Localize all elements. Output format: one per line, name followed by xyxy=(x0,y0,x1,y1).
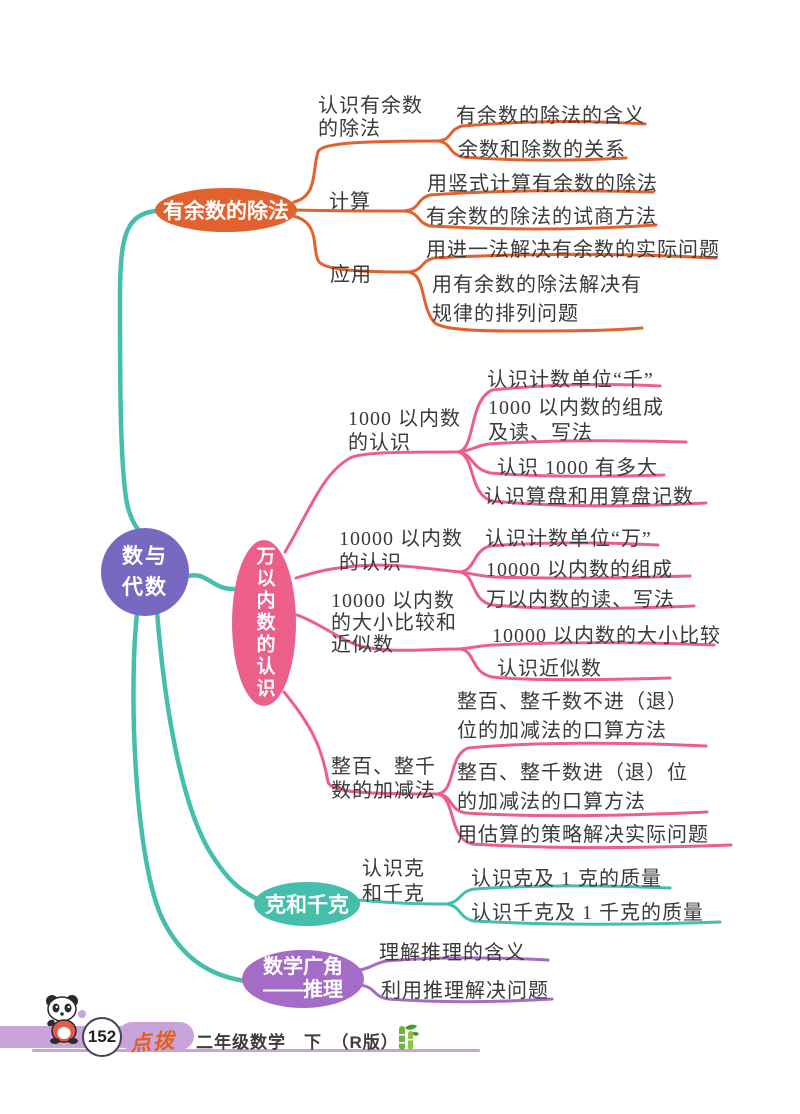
sub-node-recognize-gram-kilogram: 认识克 和千克 xyxy=(362,858,425,905)
book-info-text: 二年级数学 下 （R版） xyxy=(196,1033,399,1052)
branch-node-remainder-division: 有余数的除法 xyxy=(155,188,297,232)
leaf-kilogram-mass: 认识千克及 1 千克的质量 xyxy=(471,902,704,924)
underline-jiajian-1 xyxy=(436,741,708,796)
underline-bijiao-2 xyxy=(458,647,672,682)
underline-guangjiao-1 xyxy=(358,956,550,972)
underline-jiajian-3 xyxy=(436,792,733,849)
sub-node-compare-approximate: 10000 以内数 的大小比较和 近似数 xyxy=(331,590,457,656)
branch-node-gram-kilogram-label: 克和千克 xyxy=(265,894,349,917)
leaf-abacus-counting: 认识算盘和用算盘记数 xyxy=(484,486,694,508)
underline-renshike-1 xyxy=(444,884,672,906)
leaf-approximate-numbers: 认识近似数 xyxy=(497,658,602,680)
root-node-number-algebra: 数与 代数 xyxy=(101,528,189,616)
page-number-badge: 152 xyxy=(82,1017,122,1057)
footer-decor-dot-large xyxy=(78,1010,86,1018)
trunk-to-remainder xyxy=(117,208,158,537)
underline-qian-2 xyxy=(456,439,688,454)
sub-node-within-10000: 10000 以内数 的认识 xyxy=(339,528,463,574)
sub-node-recognize-remainder-division: 认识有余数 的除法 xyxy=(318,95,423,140)
trunk-to-guangjiao xyxy=(131,610,248,984)
stem-yingyong xyxy=(291,214,410,274)
leaf-composition-read-write-1000: 1000 以内数的组成 及读、写法 xyxy=(488,397,664,444)
underline-jisuan-2 xyxy=(402,209,658,231)
trunk-to-wanyinei xyxy=(182,573,237,592)
leaf-trial-quotient: 有余数的除法的试商方法 xyxy=(426,206,657,228)
leaf-how-big-1000: 认识 1000 有多大 xyxy=(497,457,658,479)
leaf-estimation-strategy: 用估算的策略解决实际问题 xyxy=(457,824,709,846)
stem-wan xyxy=(294,563,462,580)
root-node-label-line2: 代数 xyxy=(122,576,168,599)
underline-guangjiao-2 xyxy=(358,983,554,1004)
panda-mascot xyxy=(38,993,90,1050)
bamboo-icon xyxy=(394,1024,420,1057)
branch-node-math-angle-line2: ——推理 xyxy=(263,979,343,1001)
stem-qian xyxy=(283,450,460,554)
underline-jisuan-1 xyxy=(402,189,655,213)
leaf-carry-mental-math: 整百、整千数进（退）位 的加减法的口算方法 xyxy=(457,762,688,813)
leaf-size-comparison-10000: 10000 以内数的大小比较 xyxy=(492,625,721,647)
page-number: 152 xyxy=(87,1027,117,1046)
stem-jisuan xyxy=(294,208,406,213)
leaf-read-write-within-10000: 万以内数的读、写法 xyxy=(486,589,675,611)
underline-wan-1 xyxy=(458,541,660,574)
underline-yingyong-2 xyxy=(406,270,644,333)
stem-jiajian xyxy=(282,690,440,796)
leaf-counting-unit-thousand: 认识计数单位“千” xyxy=(487,369,654,391)
stem-bijiao xyxy=(295,613,462,652)
brand-logo: 点拨 xyxy=(129,1027,177,1056)
underline-renshi-1 xyxy=(436,120,647,143)
underline-wan-2 xyxy=(458,570,692,580)
underline-jiajian-2 xyxy=(436,792,709,818)
leaf-use-reasoning: 利用推理解决问题 xyxy=(381,980,549,1002)
stem-renshike xyxy=(356,898,448,906)
root-node-label-line1: 数与 xyxy=(122,545,168,568)
branch-node-gram-kilogram: 克和千克 xyxy=(254,882,360,926)
branch-node-math-angle-reasoning: 数学广角 ——推理 xyxy=(242,950,364,1008)
underline-qian-1 xyxy=(456,382,662,454)
branch-node-numbers-within-10000-label: 万以内数的认识 xyxy=(253,546,275,700)
underline-bijiao-1 xyxy=(458,641,716,651)
stem-renshi xyxy=(292,139,440,204)
branch-node-math-angle-line1: 数学广角 xyxy=(263,956,343,978)
leaf-vertical-calculation: 用竖式计算有余数的除法 xyxy=(427,173,658,195)
underline-renshi-2 xyxy=(436,139,628,162)
sub-node-hundreds-thousands-addsub: 整百、整千 数的加减法 xyxy=(331,756,436,802)
branch-node-numbers-within-10000: 万以内数的认识 xyxy=(232,540,296,706)
underline-yingyong-1 xyxy=(406,252,718,274)
leaf-no-carry-mental-math: 整百、整千数不进（退） 位的加减法的口算方法 xyxy=(457,691,688,742)
sub-node-application: 应用 xyxy=(330,264,372,286)
footer-brand-pill xyxy=(118,1022,194,1050)
leaf-composition-10000: 10000 以内数的组成 xyxy=(486,559,673,581)
footer-rule-line xyxy=(32,1049,480,1052)
leaf-round-up-method: 用进一法解决有余数的实际问题 xyxy=(426,239,720,261)
leaf-remainder-meaning: 有余数的除法的含义 xyxy=(456,105,645,127)
leaf-understand-reasoning: 理解推理的含义 xyxy=(379,942,526,964)
leaf-pattern-problems: 用有余数的除法解决有 规律的排列问题 xyxy=(432,274,642,325)
underline-wan-3 xyxy=(458,570,696,610)
sub-node-within-1000: 1000 以内数 的认识 xyxy=(348,408,461,454)
trunk-to-kegram xyxy=(154,608,260,902)
underline-qian-3 xyxy=(456,450,666,478)
leaf-counting-unit-wan: 认识计数单位“万” xyxy=(485,528,652,550)
underline-renshike-2 xyxy=(444,902,722,926)
underline-qian-4 xyxy=(456,450,708,508)
branch-node-remainder-division-label: 有余数的除法 xyxy=(163,200,289,223)
leaf-gram-mass: 认识克及 1 克的质量 xyxy=(471,868,662,890)
sub-node-calculation: 计算 xyxy=(329,191,371,213)
leaf-remainder-divisor-relation: 余数和除数的关系 xyxy=(458,139,626,161)
